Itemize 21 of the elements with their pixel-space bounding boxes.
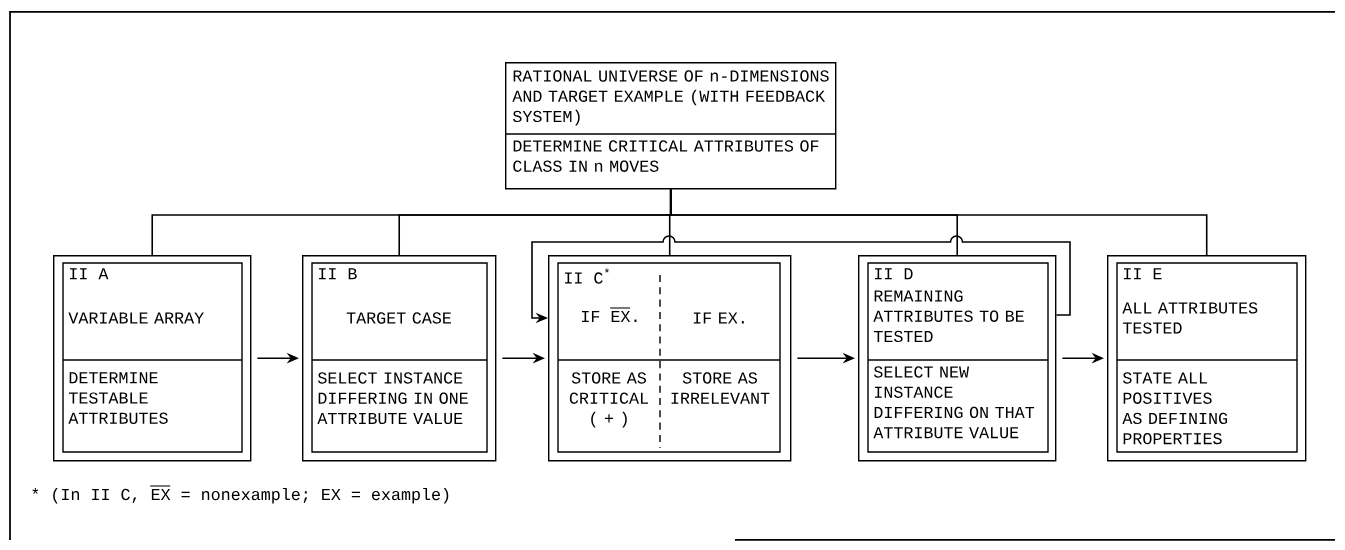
box-text: VARIABLE ARRAY	[68, 312, 204, 324]
box-text: REMAINING ATTRIBUTES TO BE TESTED	[873, 290, 1024, 343]
connector-line	[669, 188, 1208, 256]
box-text: STORE AS IRRELEVANT	[671, 372, 770, 404]
box-text: STATE ALL POSITIVES AS DEFINING PROPERTIES	[1122, 372, 1228, 445]
box-text: DETERMINE CRITICAL ATTRIBUTES OF CLASS IN n MOVES	[513, 140, 819, 172]
box-text: TARGET CASE	[346, 312, 451, 324]
box-text: DETERMINE TESTABLE ATTRIBUTES	[68, 372, 168, 424]
box-label: II B	[319, 268, 357, 280]
box-text: SELECT NEW INSTANCE DIFFERING ON THAT ATTRIBUTE VALUE	[873, 366, 1035, 439]
box-text: SELECT INSTANCE DIFFERING IN ONE ATTRIBUTE VALUE	[317, 372, 468, 425]
box-text: ALL ATTRIBUTES TESTED	[1122, 302, 1258, 334]
box-label: II A	[70, 268, 109, 280]
box-text: IF EX.	[693, 312, 744, 324]
box-label: RATIONAL UNIVERSE OF n-DIMENSIONS AND TARGET EXAMPLE (WITH FEEDBACK SYSTEM)	[512, 70, 829, 126]
footnote-text: * (In II C, EX = nonexample; EX = example)	[32, 485, 449, 504]
box-text: IF EX.	[582, 307, 637, 322]
box-text: STORE AS CRITICAL ( + )	[569, 372, 648, 428]
box-label: II C$^{*}$	[565, 268, 610, 284]
box-label: II D	[875, 268, 913, 280]
box-label: II E	[1124, 268, 1162, 280]
